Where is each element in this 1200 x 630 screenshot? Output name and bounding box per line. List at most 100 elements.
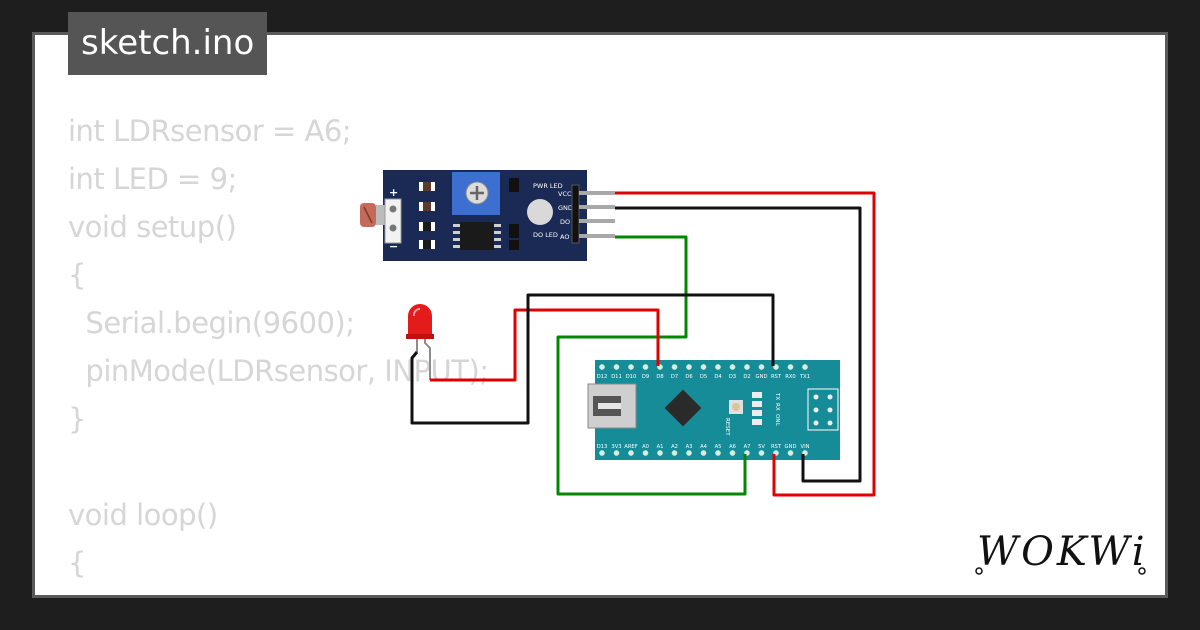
brand-name: WOKWi [977, 529, 1148, 575]
do-led-label: DO LED [533, 231, 558, 239]
top-pin-gnd[interactable] [758, 364, 765, 370]
header-pin [579, 219, 615, 223]
bottom-pin-a1[interactable] [657, 450, 663, 456]
top-pin-label: D4 [714, 374, 722, 380]
code-line: { [68, 546, 86, 580]
bottom-pin-label: D13 [597, 444, 608, 450]
bottom-pin-label: VIN [801, 444, 810, 450]
top-pin-d5[interactable] [700, 364, 707, 370]
l-label: L [774, 423, 780, 427]
reset-label: RESET [724, 418, 730, 436]
top-pin-d10[interactable] [628, 364, 634, 370]
wire-led-d9 [430, 308, 660, 382]
wokwi-logo[interactable]: WOKWi [975, 525, 1150, 577]
top-pin-label: GND [756, 374, 768, 380]
bottom-pin-label: A2 [671, 444, 678, 450]
top-pin-label: D9 [642, 374, 649, 380]
bottom-pin-a3[interactable] [686, 450, 692, 456]
header-pin [579, 205, 615, 209]
bottom-pin-a4[interactable] [700, 450, 707, 456]
top-pin-label: RX0 [785, 374, 795, 380]
bottom-pin-label: 3V3 [611, 444, 621, 450]
top-pin-rst[interactable] [773, 364, 779, 370]
pin-label-vcc: VCC [558, 190, 572, 198]
pin-label-ao: AO [560, 233, 569, 241]
code-line: int LED = 9; [68, 162, 237, 196]
bottom-pin-label: A5 [715, 444, 722, 450]
bottom-pin-label: 5V [758, 444, 765, 450]
bottom-pin-label: A1 [657, 444, 664, 450]
pin-label-gnd: GND [558, 204, 573, 212]
pwr-led-label: PWR LED [533, 182, 563, 190]
bottom-pin-label: GND [785, 444, 797, 450]
bottom-pin-label: A6 [729, 444, 736, 450]
top-pin-label: TX1 [799, 374, 810, 380]
code-line: void loop() [68, 498, 218, 532]
bottom-pin-label: A0 [642, 444, 649, 450]
top-pin-label: D12 [597, 374, 608, 380]
header-pin [579, 234, 615, 238]
pin-label-do: DO [560, 218, 570, 226]
code-line: Serial.begin(9600); [68, 306, 355, 340]
bottom-pin-a2[interactable] [671, 450, 678, 456]
bottom-pin-label: AREF [624, 444, 637, 450]
top-pin-label: D6 [685, 374, 692, 380]
polarity-minus: − [389, 240, 398, 253]
led-body [408, 304, 432, 338]
top-pin-label: D5 [700, 374, 707, 380]
top-pin-d7[interactable] [671, 364, 678, 370]
code-line: int reading = analogRead(LDRsensor); [68, 587, 626, 595]
top-pin-d3[interactable] [729, 364, 736, 370]
top-pin-label: RST [771, 374, 782, 380]
top-pin-d2[interactable] [744, 364, 750, 370]
bottom-pin-3v3[interactable] [613, 450, 620, 456]
bottom-pin-label: A7 [744, 444, 751, 450]
bottom-pin-a5[interactable] [715, 450, 721, 456]
top-pin-d6[interactable] [686, 364, 692, 370]
code-editor: int LDRsensor = A6; int LED = 9; void setu… [68, 107, 626, 595]
code-line: int LDRsensor = A6; [68, 114, 352, 148]
rx-label: RX [774, 403, 780, 411]
sensor-led [527, 199, 553, 225]
wire-gnd-gnd [615, 206, 862, 483]
code-line: void setup() [68, 210, 237, 244]
top-pin-label: D8 [656, 374, 663, 380]
top-pin-d4[interactable] [715, 364, 721, 370]
ldr-module[interactable]: + − PWR LED DO LED VCC GND DO AO [360, 170, 615, 261]
top-pin-d11[interactable] [613, 364, 620, 370]
bottom-pin-5v[interactable] [758, 450, 765, 456]
comparator-chip [460, 222, 494, 250]
microcontroller-chip [664, 389, 702, 427]
bottom-pin-aref[interactable] [628, 450, 634, 456]
top-pin-rx0[interactable] [787, 364, 794, 370]
bottom-pin-a6[interactable] [729, 450, 736, 456]
bottom-pin-a0[interactable] [642, 450, 649, 456]
wire-led-gnd [410, 293, 775, 425]
top-pin-tx1[interactable] [802, 364, 808, 370]
preview-card: int LDRsensor = A6; int LED = 9; void setu… [32, 32, 1168, 598]
on-label: ON [774, 414, 780, 422]
top-pin-d12[interactable] [599, 364, 605, 370]
top-pin-label: D3 [729, 374, 736, 380]
top-pin-d9[interactable] [642, 364, 649, 370]
red-led[interactable] [406, 304, 434, 380]
bottom-pin-gnd[interactable] [787, 450, 794, 456]
top-pin-label: D2 [743, 374, 750, 380]
wire-vcc-5v [615, 191, 876, 497]
code-line: } [68, 402, 86, 436]
bottom-pin-label: RST [771, 444, 782, 450]
top-pin-label: D7 [671, 374, 678, 380]
header-pin [579, 191, 615, 195]
polarity-plus: + [389, 186, 398, 199]
bottom-pin-label: A3 [686, 444, 693, 450]
reset-button [732, 403, 740, 411]
code-line: { [68, 258, 86, 292]
top-pin-label: D11 [611, 374, 622, 380]
bottom-pin-label: A4 [700, 444, 708, 450]
file-tab[interactable]: sketch.ino [68, 12, 268, 75]
bottom-pin-d13[interactable] [599, 450, 605, 456]
code-line: pinMode(LDRsensor, INPUT); [68, 354, 489, 388]
